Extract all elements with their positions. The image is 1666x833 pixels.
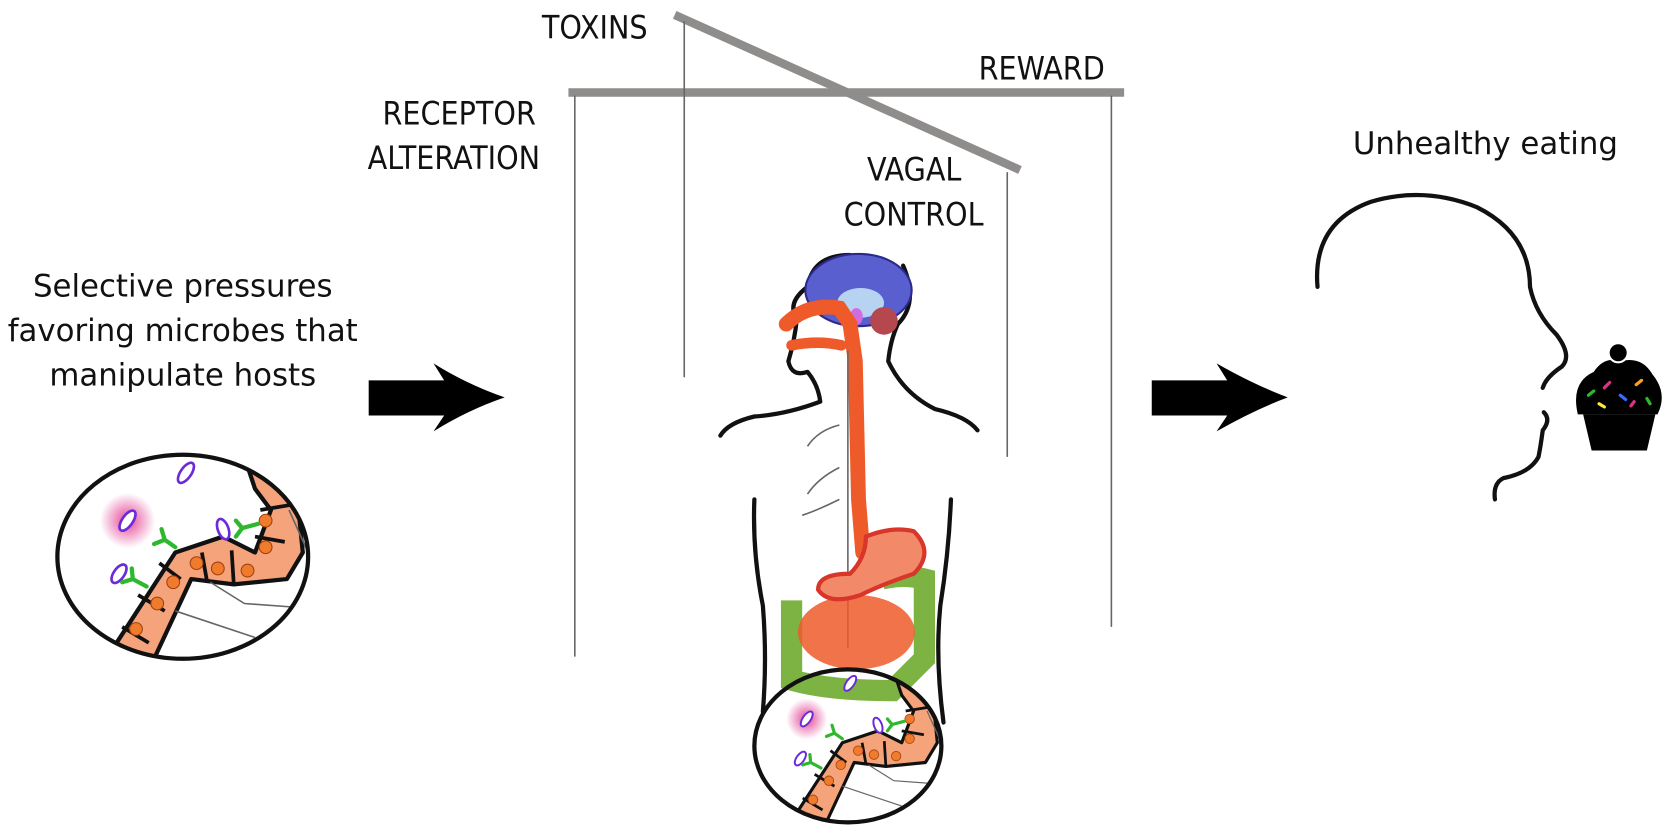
- diagonal-control-bar: [672, 10, 1022, 174]
- label-receptor: RECEPTOR: [383, 94, 536, 132]
- left-caption-line-3: manipulate hosts: [49, 358, 316, 394]
- left-caption-line-2: favoring microbes that: [8, 313, 358, 349]
- gut-microbe-inset-left: [55, 452, 311, 661]
- head-profile-icon: [1314, 192, 1569, 502]
- human-body-figure: [718, 252, 980, 725]
- right-caption: Unhealthy eating: [1353, 126, 1618, 162]
- left-caption: Selective pressures favoring microbes th…: [8, 268, 358, 393]
- arrow-right-icon: [368, 363, 505, 432]
- label-toxins: TOXINS: [541, 8, 648, 46]
- label-reward: REWARD: [979, 50, 1105, 88]
- label-control: CONTROL: [844, 195, 984, 233]
- puppet-controller: [568, 10, 1125, 657]
- arrow-right-icon: [1151, 363, 1288, 432]
- left-caption-line-1: Selective pressures: [33, 268, 333, 304]
- label-vagal: VAGAL: [867, 151, 961, 189]
- label-alteration: ALTERATION: [368, 139, 540, 177]
- gut-microbe-inset-body: [752, 667, 944, 825]
- cupcake-icon: [1576, 342, 1662, 451]
